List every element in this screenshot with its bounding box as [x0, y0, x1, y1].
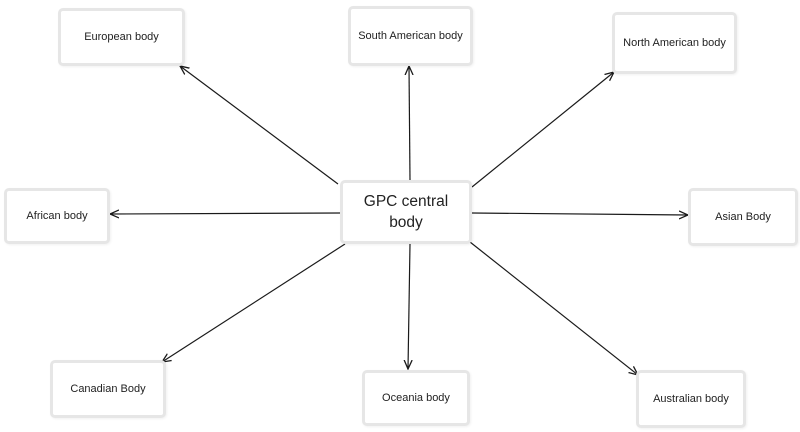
australian-body-node[interactable]: Australian body — [636, 370, 746, 428]
south-american-body-label: South American body — [358, 29, 463, 42]
canadian-body-node[interactable]: Canadian Body — [50, 360, 166, 418]
asian-body-label: Asian Body — [715, 210, 771, 223]
arrow-to-oceania — [408, 243, 410, 369]
arrow-to-canadian — [162, 243, 346, 362]
oceania-body-label: Oceania body — [382, 391, 450, 404]
north-american-body-label: North American body — [623, 36, 726, 49]
arrow-to-australian — [469, 241, 638, 375]
oceania-body-node[interactable]: Oceania body — [362, 370, 470, 426]
arrow-to-asian — [471, 213, 688, 215]
african-body-label: African body — [26, 209, 88, 222]
central-body-node[interactable]: GPC central body — [340, 180, 472, 244]
australian-body-label: Australian body — [653, 392, 729, 405]
arrow-to-north-american — [471, 72, 614, 188]
arrow-to-african — [110, 213, 341, 214]
african-body-node[interactable]: African body — [4, 188, 110, 244]
european-body-node[interactable]: European body — [58, 8, 185, 66]
south-american-body-node[interactable]: South American body — [348, 6, 473, 66]
european-body-label: European body — [84, 30, 159, 43]
north-american-body-node[interactable]: North American body — [612, 12, 737, 74]
asian-body-node[interactable]: Asian Body — [688, 188, 798, 246]
central-body-label: GPC central body — [363, 193, 449, 231]
arrow-to-european — [180, 66, 339, 185]
arrow-to-south-american — [409, 66, 410, 181]
canadian-body-label: Canadian Body — [70, 382, 146, 395]
